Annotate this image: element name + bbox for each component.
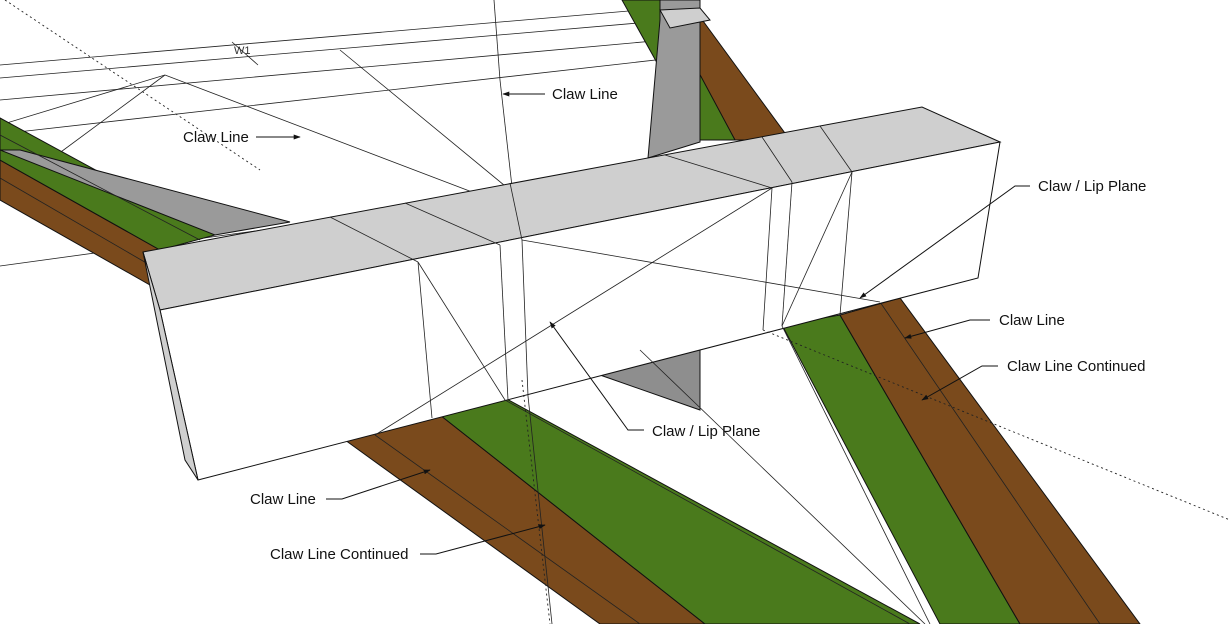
label-claw-line-bottom: Claw Line	[250, 491, 316, 508]
label-claw-line-right: Claw Line	[999, 312, 1065, 329]
rafter-upper-left-shadow	[0, 149, 291, 236]
main-beam	[142, 106, 1002, 481]
label-claw-line-top: Claw Line	[552, 86, 618, 103]
label-claw-lip-plane-center: Claw / Lip Plane	[652, 423, 760, 440]
rafter-front-right	[781, 297, 1141, 624]
leader-claw-lip-plane-center	[549, 321, 644, 431]
label-claw-line-left: Claw Line	[183, 129, 249, 146]
label-claw-lip-plane-right: Claw / Lip Plane	[1038, 178, 1146, 195]
callout-labels: Claw Line Claw Line Claw / Lip Plane Cla…	[183, 86, 1146, 563]
leader-claw-line-right	[904, 319, 990, 339]
rafter-upper-right-shadow	[647, 0, 701, 159]
rafter-front-left	[343, 397, 921, 624]
rafter-upper-right	[621, 0, 791, 159]
label-claw-line-continued-bottom: Claw Line Continued	[270, 546, 408, 563]
callout-leaders	[256, 91, 1030, 555]
rafter-upper-right-top	[659, 7, 711, 29]
label-claw-line-continued-right: Claw Line Continued	[1007, 358, 1145, 375]
leader-claw-line-continued-right	[921, 365, 998, 401]
leader-claw-line-bottom	[326, 469, 431, 500]
extended-lines	[504, 325, 1230, 624]
leader-claw-line-continued-bottom	[420, 524, 546, 555]
dimension-w1-label: W1	[234, 45, 251, 57]
beam-end-face	[142, 251, 199, 481]
leader-claw-lip-plane-right	[859, 185, 1030, 299]
